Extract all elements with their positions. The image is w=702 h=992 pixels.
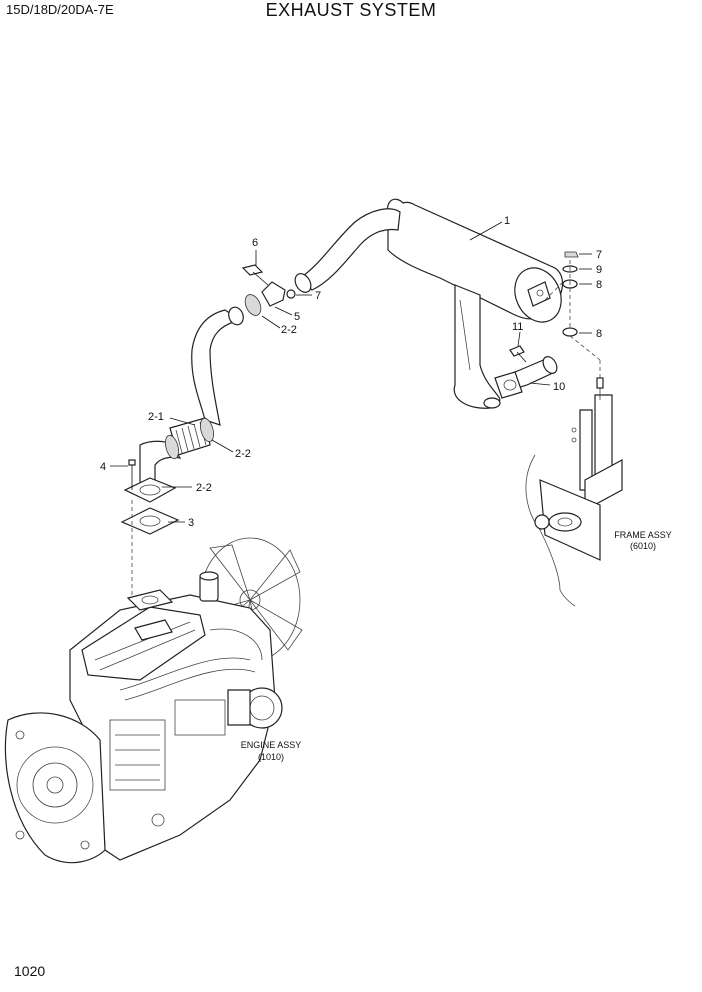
model-code: 15D/18D/20DA-7E bbox=[6, 2, 114, 17]
callout-6: 6 bbox=[252, 237, 258, 249]
manifold-flange bbox=[126, 589, 174, 611]
exhaust-pipe bbox=[191, 306, 244, 426]
callout-3: 3 bbox=[188, 517, 194, 529]
gasket bbox=[120, 507, 180, 535]
page-title: EXHAUST SYSTEM bbox=[265, 0, 437, 20]
bolt-11 bbox=[509, 345, 527, 363]
callout-8-lower: 8 bbox=[596, 328, 602, 340]
callout-1: 1 bbox=[504, 215, 510, 227]
bolt-6 bbox=[241, 264, 269, 286]
callout-9: 9 bbox=[596, 264, 602, 276]
callout-7-upper: 7 bbox=[315, 290, 321, 302]
pipe-flange bbox=[123, 477, 177, 503]
nut-7-upper bbox=[286, 289, 296, 299]
callout-2-2-lower: 2-2 bbox=[196, 482, 212, 494]
clamp-upper bbox=[244, 294, 262, 316]
clamp-mid-upper bbox=[200, 417, 214, 443]
bracket-clamp bbox=[261, 281, 286, 307]
engine-assembly bbox=[4, 537, 303, 864]
nut-7-right bbox=[564, 251, 579, 258]
callout-2-1: 2-1 bbox=[148, 411, 164, 423]
clamp-mid-lower bbox=[165, 434, 179, 460]
frame-assy-label: FRAME ASSY bbox=[614, 530, 672, 540]
callout-2-2-mid: 2-2 bbox=[235, 448, 251, 460]
frame-assembly bbox=[525, 377, 623, 607]
muffler bbox=[294, 198, 564, 409]
bolt bbox=[128, 459, 136, 490]
callout-4: 4 bbox=[100, 461, 106, 473]
callout-10: 10 bbox=[553, 381, 565, 393]
tail-pipe bbox=[494, 356, 558, 399]
rubber-mount-8-lower bbox=[562, 327, 578, 337]
leader-lines bbox=[110, 221, 601, 596]
callout-5: 5 bbox=[294, 311, 300, 323]
callout-8-upper: 8 bbox=[596, 279, 602, 291]
flywheel-housing bbox=[4, 712, 106, 864]
frame-assy-code: (6010) bbox=[630, 541, 656, 551]
engine-assy-label: ENGINE ASSY bbox=[241, 740, 302, 750]
callout-11: 11 bbox=[512, 321, 523, 333]
engine-assy-code: (1010) bbox=[258, 752, 284, 762]
callout-7-right: 7 bbox=[596, 249, 602, 261]
callout-2-2-upper: 2-2 bbox=[281, 324, 297, 336]
page-number: 1020 bbox=[14, 963, 46, 979]
